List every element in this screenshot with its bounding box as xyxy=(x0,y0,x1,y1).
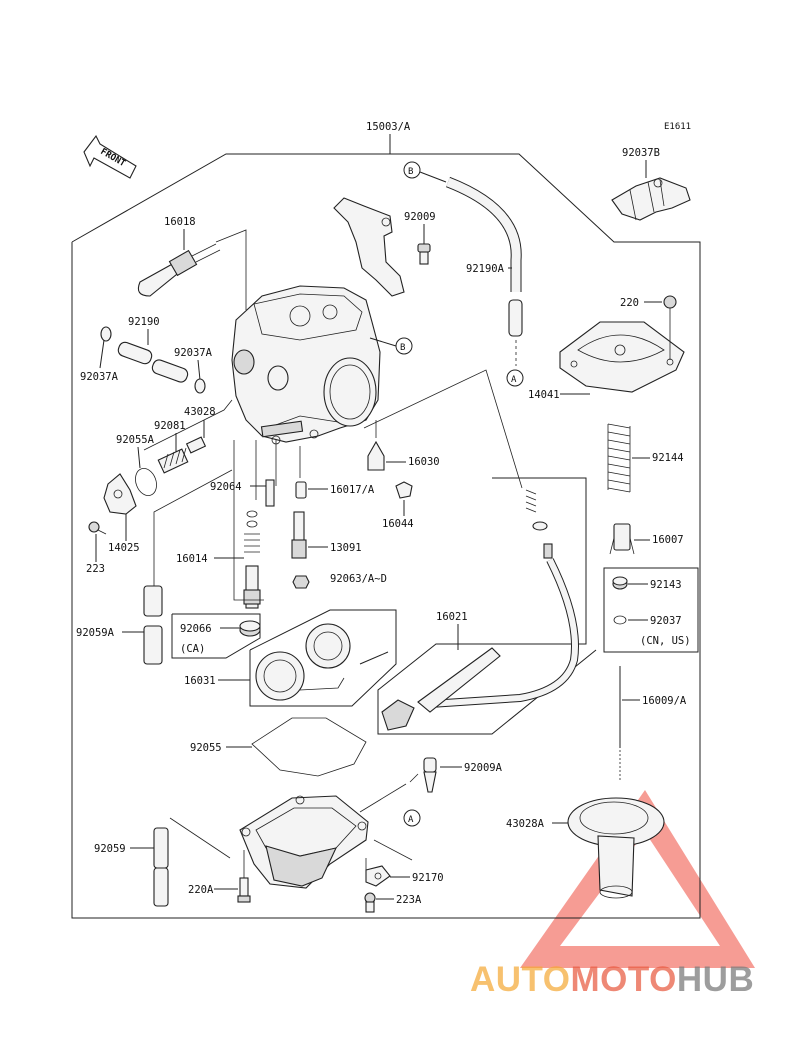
label-92059a: 92059A xyxy=(76,627,115,639)
label-220: 220 xyxy=(620,297,639,309)
tube-92190-icon xyxy=(117,341,189,383)
label-16009a: 16009/A xyxy=(642,695,687,707)
label-92143: 92143 xyxy=(650,579,682,591)
needle-holder-16007-icon xyxy=(609,523,635,555)
label-92066-note: (CA) xyxy=(180,643,205,655)
label-16018: 16018 xyxy=(164,216,196,228)
clip-92037b-icon xyxy=(611,177,691,221)
cover-14025-icon xyxy=(103,473,137,515)
label-43028: 43028 xyxy=(184,406,216,418)
screw-223-icon xyxy=(88,521,107,535)
nut-92063-icon xyxy=(292,575,310,589)
label-92037b: 92037B xyxy=(622,147,660,159)
label-92009a: 92009A xyxy=(464,762,503,774)
screw-223a-icon xyxy=(364,892,376,913)
label-220a: 220A xyxy=(188,884,214,896)
label-16030: 16030 xyxy=(408,456,440,468)
diaphragm-43028a-icon xyxy=(567,797,665,899)
image-code: E1611 xyxy=(664,122,691,132)
label-92066: 92066 xyxy=(180,623,212,635)
jet-16017a-icon xyxy=(295,481,307,499)
watermark-logo: AUTOMOTOHUB xyxy=(470,960,800,1004)
label-16044: 16044 xyxy=(382,518,414,530)
carburetor-body-icon xyxy=(231,285,381,445)
assembly-outline xyxy=(71,153,701,919)
label-16017a: 16017/A xyxy=(330,484,375,496)
screw-220a-icon xyxy=(237,850,251,903)
callout-a-top: A xyxy=(511,375,517,385)
vent-tube-92190a-icon xyxy=(445,176,523,337)
label-16014: 16014 xyxy=(176,553,208,565)
label-15003a: 15003/A xyxy=(366,121,411,133)
logo-part-moto: MOTO xyxy=(570,960,677,999)
screw-92009a-icon xyxy=(409,757,437,793)
front-arrow-icon: FRONT xyxy=(83,134,137,179)
label-92055a: 92055A xyxy=(116,434,155,446)
spring-92081-icon xyxy=(157,436,207,474)
label-92059: 92059 xyxy=(94,843,126,855)
spacer-92143-icon xyxy=(612,576,628,590)
label-92055: 92055 xyxy=(190,742,222,754)
label-92170: 92170 xyxy=(412,872,444,884)
jet-92064-icon xyxy=(246,479,275,528)
gasket-92055-icon xyxy=(251,717,367,777)
label-16007: 16007 xyxy=(652,534,684,546)
throttle-bracket-icon xyxy=(333,197,405,297)
clip-92037-icon xyxy=(613,615,627,625)
label-223a: 223A xyxy=(396,894,422,906)
callout-a-bottom: A xyxy=(408,815,414,825)
o-ring-92055a-icon xyxy=(135,468,157,496)
label-92037a: 92037A xyxy=(174,347,213,359)
top-cover-14041-icon xyxy=(559,321,685,393)
label-16031: 16031 xyxy=(184,675,216,687)
label-223: 223 xyxy=(86,563,105,575)
jet-13091-icon xyxy=(291,511,307,559)
callout-b-body: B xyxy=(400,343,405,353)
label-92009: 92009 xyxy=(404,211,436,223)
label-92037-note: (CN, US) xyxy=(640,635,691,647)
label-92037: 92037 xyxy=(650,615,682,627)
logo-part-hub: HUB xyxy=(676,960,755,999)
label-92081: 92081 xyxy=(154,420,186,432)
label-92144: 92144 xyxy=(652,452,684,464)
label-92063: 92063/A~D xyxy=(330,573,387,585)
label-92190a: 92190A xyxy=(466,263,505,275)
float-bowl-icon xyxy=(239,795,369,889)
logo-part-auto: AUTO xyxy=(470,960,571,999)
label-16021: 16021 xyxy=(436,611,468,623)
label-43028a: 43028A xyxy=(506,818,545,830)
label-14041: 14041 xyxy=(528,389,560,401)
label-13091: 13091 xyxy=(330,542,362,554)
clamp-92170-icon xyxy=(365,858,391,887)
screw-92009-icon xyxy=(417,243,431,265)
throttle-cable-16021-icon xyxy=(381,489,579,731)
float-16031-icon xyxy=(255,623,389,701)
label-92190: 92190 xyxy=(128,316,160,328)
spring-92144-icon xyxy=(607,423,631,493)
tube-92059a-icon xyxy=(143,585,163,665)
needle-jet-16014-icon xyxy=(243,533,261,609)
pilot-screw-16018-icon xyxy=(137,243,221,297)
tube-92059-icon xyxy=(153,827,169,907)
screw-220-icon xyxy=(663,295,677,318)
plug-92066-icon xyxy=(239,620,261,637)
float-valve-16030-icon xyxy=(367,440,385,471)
label-14025: 14025 xyxy=(108,542,140,554)
label-92064: 92064 xyxy=(210,481,242,493)
clip-16044-icon xyxy=(395,481,413,499)
callout-b-top: B xyxy=(408,167,413,177)
label-92037a-left: 92037A xyxy=(80,371,119,383)
